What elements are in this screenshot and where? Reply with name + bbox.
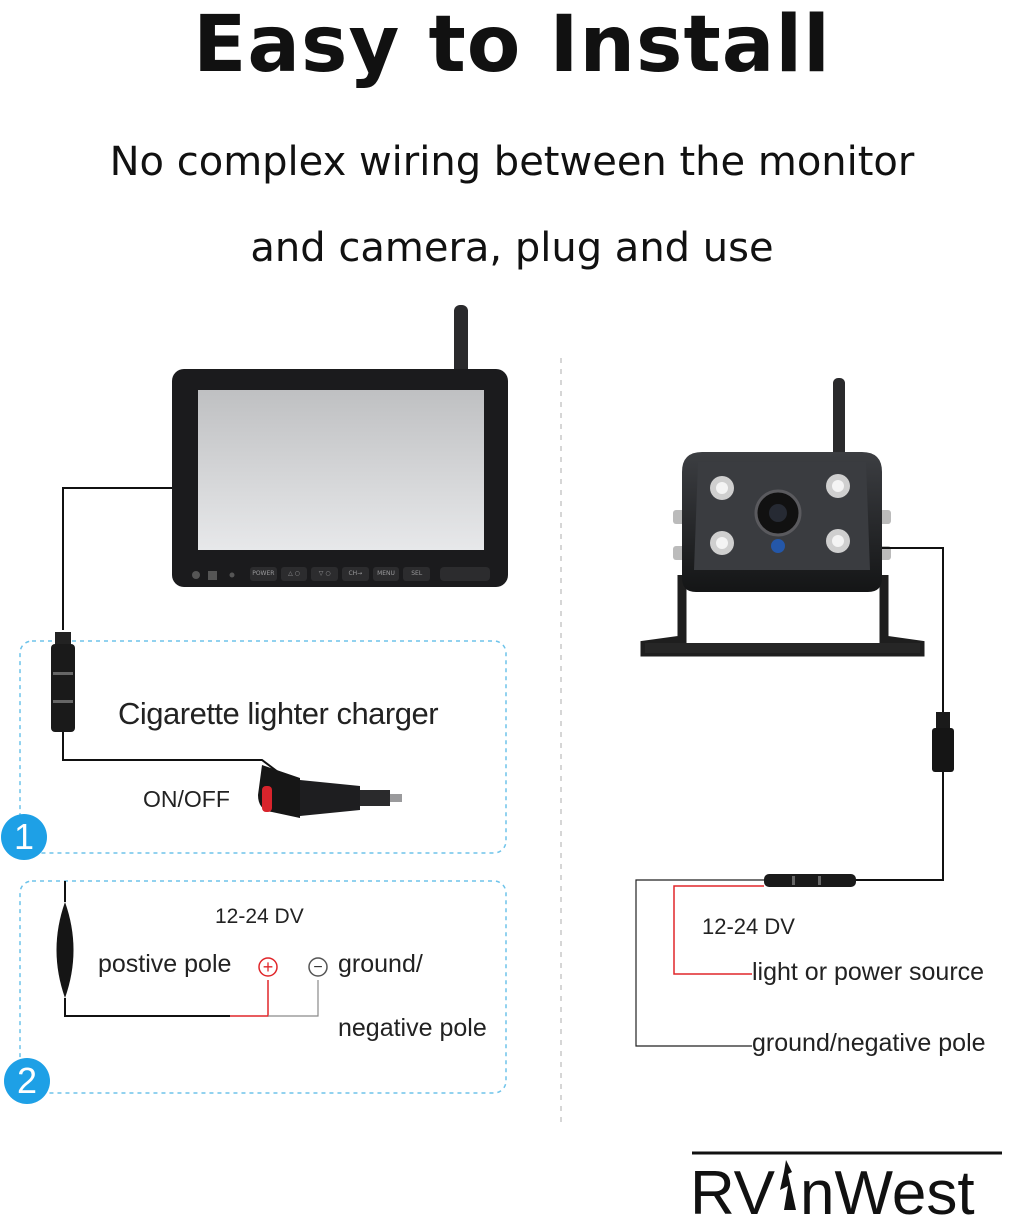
inline-connector-icon [51,632,75,732]
negative-symbol: − [313,959,322,976]
on-off-label: ON/OFF [143,786,230,812]
option2-number-badge: 2 [4,1058,50,1104]
subtitle-line-2: and camera, plug and use [250,225,774,271]
positive-symbol: + [263,957,274,977]
monitor-icon [172,305,508,587]
svg-text:nWest: nWest [800,1159,975,1219]
subtitle-line-1: No complex wiring between the monitor [109,139,915,185]
light-power-source-label: light or power source [752,958,985,986]
fuse-holder-icon [56,881,74,998]
negative-pole-label: negative pole [338,1014,487,1042]
monitor-button-label: SEL [403,567,431,581]
positive-symbol-circle [258,957,278,977]
negative-symbol-circle [308,957,328,977]
camera-inline-connector-icon [764,874,856,887]
option1-box [19,640,507,854]
horse-rider-icon [780,1160,796,1210]
monitor-screen [198,390,484,550]
option1-number-badge: 1 [1,814,47,860]
positive-pole-label: postive pole [98,950,232,978]
monitor-button-label: ▽ ○ [311,567,339,581]
ground-label: ground/ [338,950,423,978]
monitor-antenna [454,305,468,377]
monitor-button-label: POWER [250,567,277,581]
camera-antenna [833,378,845,458]
cigarette-lighter-plug-icon [258,765,402,818]
camera-connector-icon [932,712,954,772]
monitor-button-label: CH→ [342,567,369,581]
monitor-button-label: MENU [372,567,400,581]
camera-icon [640,378,925,657]
ground-negative-pole-label: ground/negative pole [752,1029,986,1057]
page-title: Easy to Install [193,0,831,90]
svg-text:RV: RV [690,1159,776,1219]
rvinwest-logo: RV nWest [690,1151,1002,1219]
cigarette-lighter-label: Cigarette lighter charger [118,696,439,731]
monitor-button-label: △ ○ [280,567,308,581]
voltage-label-camera: 12-24 DV [702,914,795,939]
monitor-button-row: POWER △ ○ ▽ ○ CH→ MENU SEL [250,567,431,581]
voltage-label-option2: 12-24 DV [215,905,304,928]
